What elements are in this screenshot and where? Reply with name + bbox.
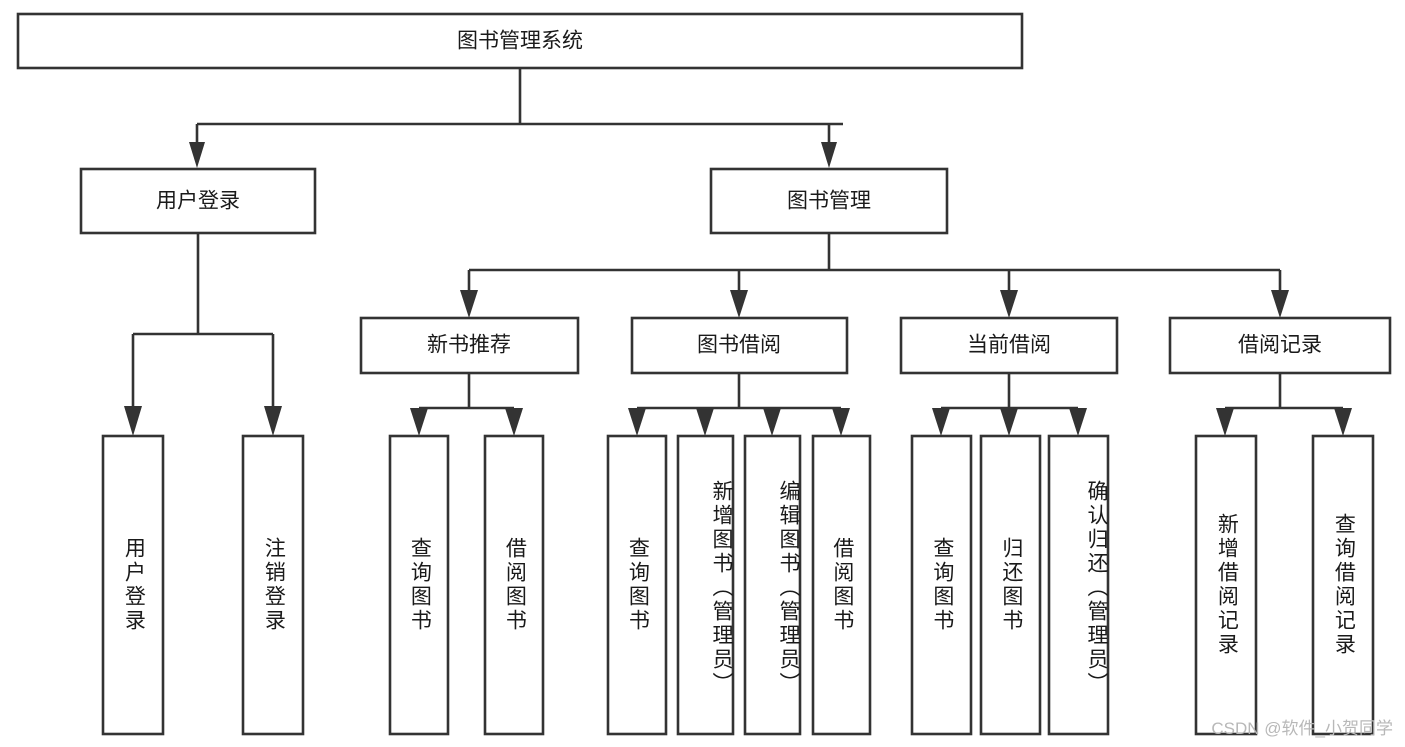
leaf-box[interactable] — [388, 434, 450, 736]
connector-new-book-rec-to-leaves — [410, 373, 523, 436]
leaf-label-edit-book: 编辑图书（管理员） — [777, 480, 800, 696]
node-book-borrow[interactable]: 图书借阅 — [630, 316, 849, 375]
node-new-book-rec[interactable]: 新书推荐 — [359, 316, 580, 375]
connector-book-borrow-to-leaves — [628, 373, 850, 436]
leaf-label-logout-login: 注销登录 — [262, 537, 286, 633]
leaf-box[interactable] — [241, 434, 305, 736]
connector-borrow-record-to-leaves — [1216, 373, 1352, 436]
leaf-box[interactable] — [811, 434, 872, 736]
leaf-label-add-book: 新增图书（管理员） — [710, 480, 733, 696]
watermark-text: CSDN @软件_小贺同学 — [1211, 719, 1393, 738]
connector-root-to-level2 — [189, 68, 843, 168]
leaf-label-query-book-3: 查询图书 — [930, 537, 954, 633]
node-user-login[interactable]: 用户登录 — [79, 167, 317, 235]
node-current-borrow[interactable]: 当前借阅 — [899, 316, 1119, 375]
leaf-boxes — [101, 434, 1375, 736]
leaf-box[interactable] — [910, 434, 973, 736]
leaf-label-confirm-return: 确认归还（管理员） — [1085, 480, 1108, 696]
leaf-box[interactable] — [979, 434, 1042, 736]
node-book-manage-label: 图书管理 — [787, 190, 871, 213]
node-root-label: 图书管理系统 — [457, 30, 583, 53]
node-root[interactable]: 图书管理系统 — [16, 12, 1024, 70]
leaf-label-borrow-book-2: 借阅图书 — [830, 537, 854, 633]
leaf-box[interactable] — [606, 434, 668, 736]
connector-book-manage-to-level3 — [460, 232, 1289, 318]
leaf-box[interactable] — [483, 434, 545, 736]
node-current-borrow-label: 当前借阅 — [967, 334, 1051, 357]
node-new-book-rec-label: 新书推荐 — [427, 334, 511, 357]
leaf-box[interactable] — [676, 434, 735, 736]
node-book-manage[interactable]: 图书管理 — [709, 167, 949, 235]
leaf-label-user-login: 用户登录 — [122, 537, 146, 633]
leaf-box[interactable] — [743, 434, 802, 736]
connector-user-login-to-leaves — [124, 233, 282, 436]
leaf-label-borrow-book-1: 借阅图书 — [503, 537, 527, 633]
leaf-box[interactable] — [1194, 434, 1258, 736]
leaf-box[interactable] — [1311, 434, 1375, 736]
node-borrow-record-label: 借阅记录 — [1238, 334, 1322, 357]
leaf-label-query-record: 查询借阅记录 — [1332, 513, 1356, 657]
leaf-box[interactable] — [101, 434, 165, 736]
leaf-label-query-book-1: 查询图书 — [408, 537, 432, 633]
leaf-label-return-book: 归还图书 — [999, 537, 1023, 633]
leaf-label-add-record: 新增借阅记录 — [1215, 513, 1239, 657]
node-book-borrow-label: 图书借阅 — [697, 334, 781, 357]
connector-current-borrow-to-leaves — [932, 373, 1087, 436]
leaf-box[interactable] — [1047, 434, 1110, 736]
node-user-login-label: 用户登录 — [156, 190, 240, 213]
leaf-label-query-book-2: 查询图书 — [626, 537, 650, 633]
node-borrow-record[interactable]: 借阅记录 — [1168, 316, 1392, 375]
